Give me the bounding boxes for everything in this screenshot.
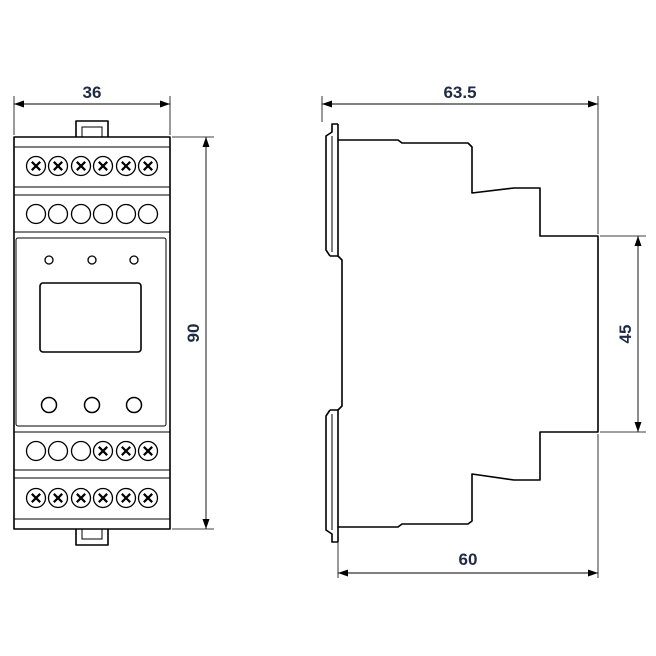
screw-terminal-bottom-5: [115, 487, 137, 509]
screw-terminal-mid-4: [92, 440, 114, 462]
side-base-label: 60: [459, 550, 478, 569]
side-base-arrow-left: [338, 569, 348, 577]
side-din-strip-top: [325, 123, 339, 257]
side-depth-arrow-right: [588, 100, 598, 108]
top-screw-terminals: [25, 155, 159, 177]
side-profile-outline: [337, 139, 599, 528]
screw-terminal-top-2: [47, 155, 69, 177]
front-height-arrow-top: [202, 137, 210, 147]
screw-terminal-bottom-2: [47, 487, 69, 509]
front-width-arrow-left: [14, 100, 24, 108]
front-height-label: 90: [184, 324, 203, 343]
screw-terminal-top-3: [70, 155, 92, 177]
screw-terminal-top-5: [115, 155, 137, 177]
top-din-clip-inner: [81, 126, 103, 137]
screw-terminal-top-4: [92, 155, 114, 177]
front-panel: [15, 237, 167, 427]
panel-button-3: [125, 396, 143, 414]
wire-hole-top-3: [70, 203, 92, 225]
side-front-arrow-bottom: [634, 422, 642, 432]
top-din-clip: [75, 120, 109, 137]
wire-hole-bottom-1: [25, 440, 47, 462]
screw-terminal-top-6: [137, 155, 159, 177]
wire-hole-top-6: [137, 203, 159, 225]
front-height-arrow-bottom: [202, 519, 210, 529]
front-body-outline: [13, 136, 171, 530]
panel-button-2: [83, 396, 101, 414]
screw-terminal-mid-6: [137, 440, 159, 462]
panel-button-1: [40, 396, 58, 414]
wire-hole-bottom-3: [70, 440, 92, 462]
side-front-label: 45: [616, 325, 635, 344]
status-led-1: [44, 255, 54, 265]
screw-terminal-bottom-3: [70, 487, 92, 509]
side-depth-arrow-left: [322, 100, 332, 108]
top-wire-holes: [25, 203, 159, 225]
status-led-2: [87, 255, 97, 265]
panel-buttons: [40, 396, 143, 414]
bottom-screw-terminals: [25, 487, 159, 509]
screw-terminal-bottom-1: [25, 487, 47, 509]
screw-terminal-bottom-6: [137, 487, 159, 509]
screw-terminal-mid-5: [115, 440, 137, 462]
wire-hole-top-1: [25, 203, 47, 225]
wire-hole-top-5: [115, 203, 137, 225]
side-front-arrow-top: [634, 236, 642, 246]
screw-terminal-top-1: [25, 155, 47, 177]
front-view: 36 90: [13, 83, 214, 546]
front-width-label: 36: [83, 83, 102, 102]
side-depth-label: 63.5: [443, 83, 476, 102]
status-led-3: [129, 255, 139, 265]
wire-hole-top-4: [92, 203, 114, 225]
wire-hole-top-2: [47, 203, 69, 225]
bottom-mixed-terminals: [25, 440, 159, 462]
side-view: 63.5 45 60: [321, 83, 646, 578]
bottom-din-clip-inner: [81, 529, 103, 540]
screw-terminal-bottom-4: [92, 487, 114, 509]
bottom-din-clip: [75, 529, 109, 546]
display-window: [39, 282, 142, 353]
wire-hole-bottom-2: [47, 440, 69, 462]
front-width-arrow-right: [160, 100, 170, 108]
side-base-arrow-right: [588, 569, 598, 577]
status-leds: [44, 255, 139, 265]
